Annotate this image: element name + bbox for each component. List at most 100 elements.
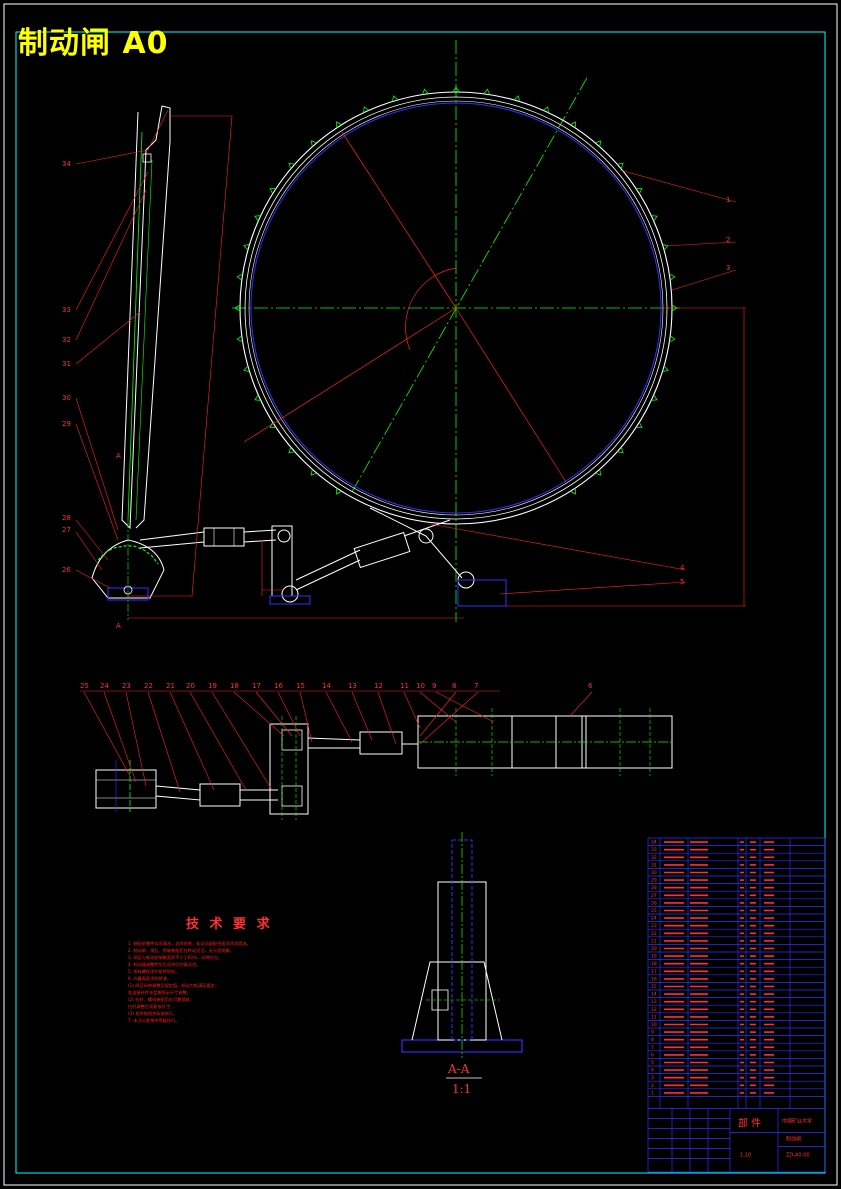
lever-centerline-2 [135,159,153,521]
tech-requirement-line: 7. 未注公差按中等级执行。 [128,1018,180,1023]
wheel-tooth [617,162,624,169]
bom-row-number: 33 [651,847,657,853]
title-block-code: ZD-A0-00 [786,1152,810,1158]
bom-row-number: 34 [651,840,657,846]
bom-row-number: 18 [651,961,657,967]
wheel-diagonal-centerline [351,75,589,493]
plan-turnbuckle-1 [199,783,241,807]
wheel-tooth [269,422,276,428]
bom-row-number: 28 [651,885,657,891]
bom-row-number: 12 [651,1007,657,1013]
radial-line-3 [455,307,567,483]
bom-row-number: 2 [651,1083,654,1089]
balloon-main-left: 28 [62,514,71,522]
balloon-main-left: 30 [62,394,71,402]
balloon-plan: 13 [348,682,357,690]
bom-row-number: 5 [651,1060,654,1066]
balloon-main-right: 1 [726,196,731,204]
balloon-plan: 21 [166,682,175,690]
balloon-plan: 7 [474,682,479,690]
balloon-plan: 11 [400,682,409,690]
wheel-tooth [636,422,643,428]
balloon-plan: 25 [80,682,89,690]
plan-bell-crank [269,723,309,815]
tech-requirement-line: (1) 闸瓦间隙调整至规定值，制动力矩满足要求； [128,983,220,988]
wheel-tooth [363,106,370,113]
balloon-plan: 14 [322,682,331,690]
wheel-tooth [288,162,295,169]
balloon-main-left: 29 [62,420,71,428]
turnbuckle-2 [353,531,411,569]
bom-row-number: 30 [651,870,657,876]
link-pin [418,528,434,544]
tech-requirement-line: 2. 制动闸、闸瓦、销轴装配后应转动灵活，无卡阻现象。 [128,948,234,953]
balloon-main-left: 34 [62,160,71,168]
title-block-scale: 1:10 [740,1152,751,1158]
balloon-plan: 6 [588,682,593,690]
bell-crank [271,525,293,597]
balloon-plan: 15 [296,682,305,690]
angle-arc [405,267,457,351]
bell-crank-pin-bottom [281,585,299,603]
plan-view [95,708,673,820]
wheel-tooth [310,469,317,476]
bom-row-number: 17 [651,969,657,975]
title-block-drawing-name: 制动闸 [786,1135,801,1142]
tech-requirement-line: 6. 外露表面涂防锈漆。 [128,976,172,981]
brake-lever [91,105,746,620]
link-arm-1 [139,531,205,549]
outer-frame [3,3,838,1186]
balloon-main-left: 31 [62,360,71,368]
lever-centerline [127,131,143,521]
bom-row-number: 32 [651,855,657,861]
tech-requirement-line: 3. 闸瓦与制动轮接触面积不小于60%，间隙均匀。 [128,955,223,960]
bom-row-number: 16 [651,976,657,982]
balloon-main-right: 4 [680,564,685,572]
balloon-main-right: 5 [680,578,685,586]
wheel-tooth [617,447,624,454]
brake-shoe [91,539,165,599]
tech-requirement-line: 各连接杆件长度按图示尺寸调整； [128,990,191,995]
section-mark: A [116,452,121,460]
balloon-plan: 10 [416,682,425,690]
wheel-tooth [421,88,429,95]
leaders-plan [80,690,593,793]
wheel-tooth [513,95,521,102]
balloon-main-left: 27 [62,526,71,534]
tech-requirements-list: 1. 装配前零件均须清洗，去除毛刺，各运动副配合面须涂润滑油。2. 制动闸、闸瓦… [128,940,348,1024]
bom-row-number: 24 [651,916,657,922]
brake-band-lower [369,507,463,579]
inner-frame [15,31,826,1174]
tech-requirements-heading: 技 术 要 求 [186,917,273,932]
wheel-tooth [669,335,676,343]
wheel-tooth [391,95,399,102]
balloon-plan: 19 [208,682,217,690]
wheel-tooth [483,88,491,95]
wheel-tooth [310,140,317,147]
tech-requirement-line: (3) 其余按相关标准执行。 [128,1011,178,1016]
section-scale: 1:1 [452,1082,472,1096]
bom-row-number: 3 [651,1075,654,1081]
wheel-tooth [662,365,669,373]
section-mark: A [116,622,121,630]
tech-requirement-line: 5. 所有螺栓须拧紧并防松。 [128,969,180,974]
wheel-tooth [269,188,276,194]
title-block-school: 中国矿业大学 [782,1117,812,1124]
wheel-tooth [595,140,602,147]
bom-row-number: 8 [651,1037,654,1043]
balloon-plan: 20 [186,682,195,690]
anchor-base [457,579,507,607]
balloon-plan: 9 [432,682,437,690]
link-arm-4 [403,519,451,537]
bom-row-number: 27 [651,893,657,899]
wheel-tooth [651,394,658,401]
wheel-tooth [570,121,576,128]
wheel-tooth [570,488,576,495]
tech-requirement-line: 4. 制动器调整完毕后须进行空载试验。 [128,962,201,967]
wheel-tooth [651,215,658,222]
wheel-tooth [669,273,676,281]
section-a-a [401,832,523,1079]
bom-row-number: 20 [651,946,657,952]
bom-row-number: 11 [651,1014,657,1020]
wheel-tooth [288,447,295,454]
